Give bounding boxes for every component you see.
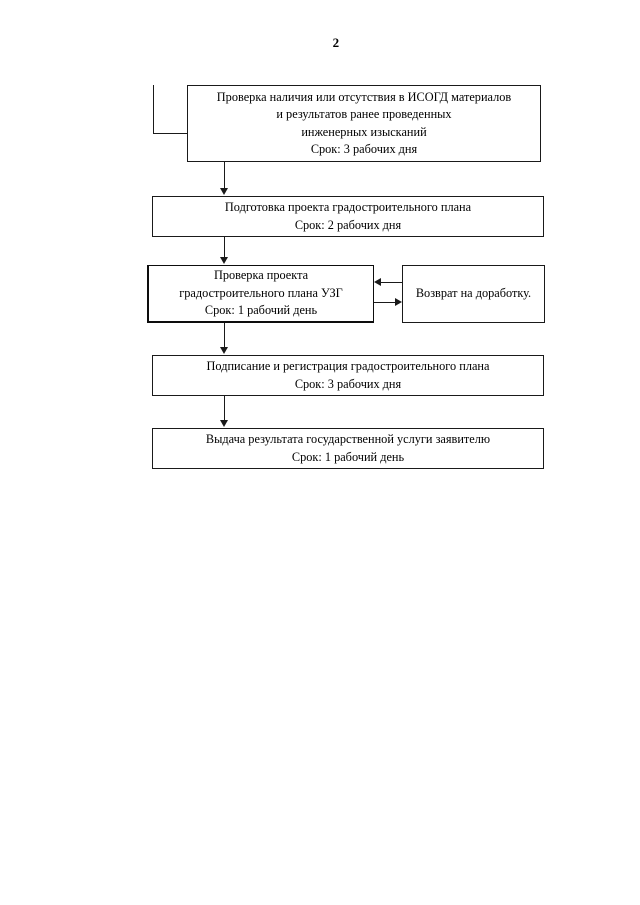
connector-check-to-sign: [224, 323, 225, 348]
flow-node-line: Срок: 3 рабочих дня: [310, 141, 418, 156]
flow-node-line: Срок: 3 рабочих дня: [294, 376, 402, 391]
arrow-down-icon: [220, 420, 228, 427]
incoming-connector-horizontal: [153, 133, 188, 134]
flow-node-line: Подготовка проекта градостроительного пл…: [224, 200, 472, 215]
flow-node-line: Проверка проекта: [213, 268, 309, 283]
flow-node-issue-result: Выдача результата государственной услуги…: [152, 428, 544, 469]
flow-node-check-uzg: Проверка проекта градостроительного план…: [147, 265, 374, 323]
flow-node-line: Срок: 1 рабочий день: [291, 449, 405, 464]
page-number: 2: [332, 35, 340, 50]
flow-node-line: Срок: 1 рабочий день: [204, 303, 318, 318]
arrow-down-icon: [220, 188, 228, 195]
flow-node-line: Подписание и регистрация градостроительн…: [206, 359, 490, 374]
flow-node-return-for-revision: Возврат на доработку.: [402, 265, 545, 323]
arrow-right-icon: [395, 298, 402, 306]
connector-prepare-to-check: [224, 237, 225, 257]
flow-node-line: и результатов ранее проведенных: [276, 107, 452, 122]
arrow-down-icon: [220, 347, 228, 354]
flow-node-line: Возврат на доработку.: [415, 286, 532, 301]
connector-sign-to-issue: [224, 396, 225, 421]
flow-node-line: Выдача результата государственной услуги…: [205, 432, 491, 447]
arrow-left-icon: [374, 278, 381, 286]
arrow-down-icon: [220, 257, 228, 264]
flow-node-line: Срок: 2 рабочих дня: [294, 217, 402, 232]
flow-node-line: градостроительного плана УЗГ: [179, 285, 343, 300]
flow-node-line: Проверка наличия или отсутствия в ИСОГД …: [216, 89, 512, 104]
connector-check-to-return: [374, 302, 396, 303]
connector-isogd-to-prepare: [224, 162, 225, 189]
incoming-connector-vertical: [153, 85, 154, 134]
flow-node-isogd-check: Проверка наличия или отсутствия в ИСОГД …: [187, 85, 541, 162]
connector-return-to-check: [380, 282, 402, 283]
flow-node-sign-register: Подписание и регистрация градостроительн…: [152, 355, 544, 396]
flow-node-prepare-draft: Подготовка проекта градостроительного пл…: [152, 196, 544, 237]
flow-node-line: инженерных изысканий: [301, 124, 427, 139]
